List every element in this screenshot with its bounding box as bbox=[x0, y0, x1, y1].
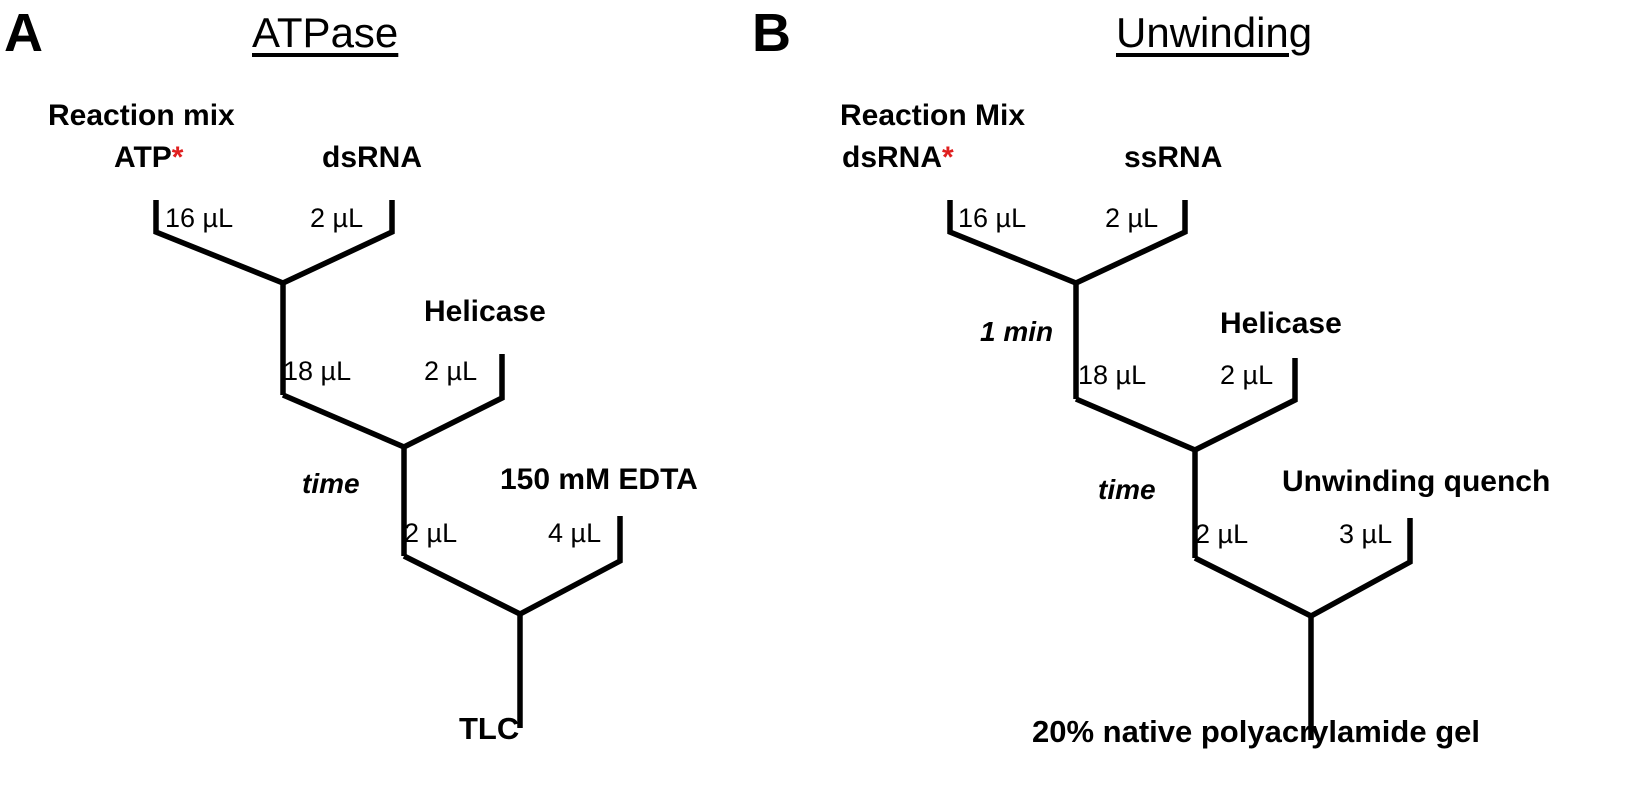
panel-b-left-input-label-line2: dsRNA* bbox=[842, 141, 954, 174]
panel-b-step3-time-label: time bbox=[1098, 474, 1156, 505]
panel-a-step2-reagent-label: Helicase bbox=[424, 295, 546, 328]
panel-b-left-input-label-line1: Reaction Mix bbox=[840, 99, 1026, 132]
panel-a-step2-carry-volume: 18 µL bbox=[283, 356, 352, 386]
panel-b-right-input-volume: 2 µL bbox=[1105, 203, 1159, 233]
panel-b-step2-time-label: 1 min bbox=[980, 316, 1054, 347]
panel-a-left-input-label-line1: Reaction mix bbox=[48, 99, 235, 132]
panel-a-step3-reagent-volume: 4 µL bbox=[548, 518, 602, 548]
panel-b-unwinding: B Unwinding Reaction Mix dsRNA* ssRNA 16… bbox=[752, 0, 1640, 800]
panel-a-step3-carry-volume: 2 µL bbox=[404, 518, 458, 548]
panel-a-junction-3-path bbox=[402, 516, 623, 618]
panel-a-letter: A bbox=[4, 3, 43, 63]
panel-a-output-label: TLC bbox=[459, 711, 520, 746]
panel-b-output-label: 20% native polyacrylamide gel bbox=[1032, 714, 1480, 749]
panel-b-step2-reagent-label: Helicase bbox=[1220, 307, 1342, 340]
panel-b-step2-carry-volume: 18 µL bbox=[1078, 360, 1147, 390]
panel-b-left-input-volume: 16 µL bbox=[958, 203, 1027, 233]
panel-b-junction-1-path bbox=[947, 200, 1188, 286]
panel-b-title: Unwinding bbox=[1116, 9, 1313, 56]
panel-a-left-input-name: ATP bbox=[114, 141, 172, 174]
panel-b-step3-reagent-label: Unwinding quench bbox=[1282, 465, 1551, 498]
panel-a-step2-reagent-volume: 2 µL bbox=[424, 356, 478, 386]
panel-a-right-input-volume: 2 µL bbox=[310, 203, 364, 233]
panel-a-flow-lines bbox=[153, 200, 623, 728]
panel-a-atpase: A ATPase Reaction mix ATP* dsRNA 16 µL 2… bbox=[0, 0, 780, 800]
panel-b-flow-lines bbox=[947, 200, 1413, 740]
panel-a-title: ATPase bbox=[252, 9, 399, 56]
panel-b-radiolabel-asterisk-icon: * bbox=[942, 141, 954, 174]
panel-b-junction-3-path bbox=[1193, 518, 1413, 620]
panel-a-junction-1-path bbox=[153, 200, 395, 286]
panel-a-radiolabel-asterisk-icon: * bbox=[171, 141, 184, 174]
panel-a-step3-reagent-label: 150 mM EDTA bbox=[500, 463, 698, 496]
panel-b-step3-carry-volume: 2 µL bbox=[1195, 519, 1249, 549]
panel-b-step3-reagent-volume: 3 µL bbox=[1339, 519, 1393, 549]
panel-b-junction-2-path bbox=[1074, 358, 1298, 454]
panel-a-left-input-label-line2: ATP* bbox=[114, 141, 184, 174]
panel-a-junction-2-path bbox=[281, 354, 505, 451]
panel-b-letter: B bbox=[752, 3, 791, 63]
panel-b-step2-reagent-volume: 2 µL bbox=[1220, 360, 1274, 390]
panel-b-right-input-label: ssRNA bbox=[1124, 141, 1223, 174]
panel-a-right-input-label: dsRNA bbox=[322, 141, 423, 174]
panel-a-left-input-volume: 16 µL bbox=[165, 203, 234, 233]
panel-a-step3-time-label: time bbox=[302, 468, 360, 499]
panel-b-left-input-name: dsRNA bbox=[842, 141, 943, 174]
